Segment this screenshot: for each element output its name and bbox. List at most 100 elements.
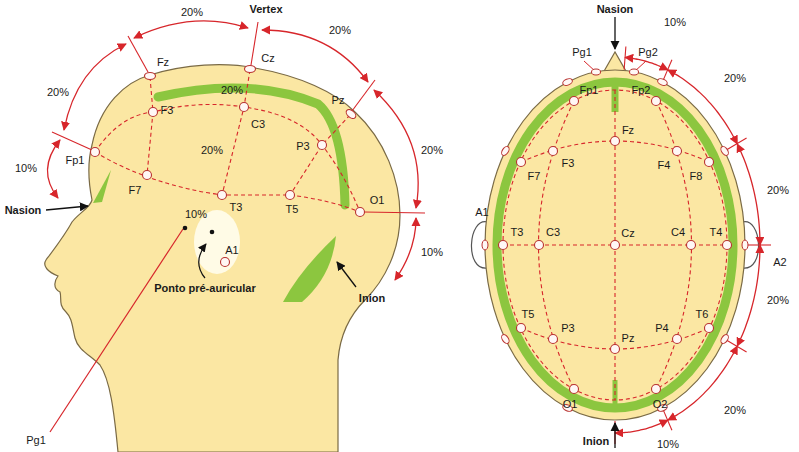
diagram-label: Pg2	[638, 47, 658, 58]
illustration-circle	[549, 147, 558, 156]
diagram-label: F3	[161, 105, 174, 116]
illustration-line	[614, 17, 615, 49]
illustration-circle	[221, 258, 230, 267]
diagram-label: 10%	[421, 247, 443, 258]
diagram-label: T3	[511, 227, 524, 238]
illustration-circle	[499, 241, 508, 250]
diagram-label: Ponto pré-auricular	[154, 283, 255, 294]
illustration-circle	[687, 241, 696, 250]
illustration-line	[46, 206, 88, 210]
illustration-circle	[652, 385, 661, 394]
diagram-label: T5	[522, 309, 535, 320]
illustration-g	[471, 17, 771, 448]
illustration-path	[134, 21, 248, 38]
illustration-line	[614, 423, 615, 448]
illustration-g	[95, 70, 360, 212]
illustration-path	[283, 236, 336, 302]
illustration-path	[737, 144, 760, 245]
illustration-circle	[570, 97, 579, 106]
diagram-label: Nasion	[597, 4, 634, 15]
diagram-label: Fz	[622, 125, 634, 136]
illustration-ellipse	[500, 333, 510, 345]
illustration-circle	[611, 137, 620, 146]
illustration-circle	[517, 158, 526, 167]
illustration-circle	[143, 171, 152, 180]
illustration-path	[737, 245, 760, 346]
illustration-circle	[517, 324, 526, 333]
diagram-label: O1	[563, 399, 578, 410]
illustration-circle	[705, 158, 714, 167]
diagram-label: 20%	[181, 7, 203, 18]
diagram-label: 20%	[724, 73, 746, 84]
illustration-line	[352, 80, 375, 111]
diagram-label: Fz	[157, 57, 169, 68]
illustration-g	[91, 66, 365, 267]
illustration-line	[725, 340, 746, 352]
diagram-label: 10%	[185, 209, 207, 220]
illustration-g	[503, 90, 727, 400]
illustration-circle	[240, 103, 249, 112]
illustration-circle	[286, 191, 295, 200]
diagram-label: 20%	[724, 405, 746, 416]
illustration-line	[663, 409, 672, 430]
illustration-path	[290, 115, 350, 195]
diagram-label: Inion	[359, 293, 385, 304]
illustration-circle	[611, 241, 620, 250]
illustration-path	[95, 104, 360, 212]
diagram-label: P3	[561, 323, 574, 334]
illustration-circle	[318, 141, 327, 150]
illustration-ellipse	[719, 333, 729, 345]
illustration-line	[128, 36, 148, 72]
illustration-circle	[723, 241, 732, 250]
illustration-circle	[535, 241, 544, 250]
illustration-path	[374, 90, 418, 208]
illustration-line	[725, 138, 746, 150]
diagram-label: 20%	[421, 145, 443, 156]
diagram-label: F7	[528, 171, 541, 182]
illustration-line	[663, 60, 672, 81]
illustration-circle	[149, 108, 158, 117]
illustration-ellipse	[245, 66, 256, 73]
illustration-circle	[673, 147, 682, 156]
diagram-label: C3	[546, 227, 560, 238]
diagram-label: Fp2	[632, 85, 651, 96]
diagram-label: A2	[773, 257, 786, 268]
illustration-line	[52, 132, 92, 150]
illustration-path	[395, 218, 416, 280]
illustration-g	[52, 22, 425, 213]
illustration-line	[337, 262, 356, 287]
illustration-g	[47, 21, 418, 280]
diagram-label: 10%	[15, 163, 37, 174]
diagram-label: Pz	[332, 95, 345, 106]
illustration-path	[45, 65, 400, 452]
diagram-label: Fp1	[580, 85, 599, 96]
illustration-line	[50, 229, 183, 432]
illustration-path	[47, 140, 60, 198]
diagram-label: F7	[129, 185, 142, 196]
illustration-line	[746, 244, 771, 245]
illustration-ellipse	[500, 145, 510, 157]
diagram-label: T3	[230, 202, 243, 213]
diagram-label: 20%	[201, 145, 223, 156]
illustration-ellipse	[145, 73, 156, 80]
diagram-label: Vertex	[249, 4, 282, 15]
diagram-label: A1	[225, 245, 238, 256]
diagram-label: 20%	[47, 87, 69, 98]
diagram-label: C3	[251, 119, 265, 130]
illustration-circle	[91, 148, 100, 157]
diagram-label: 20%	[221, 85, 243, 96]
illustration-path	[262, 30, 368, 82]
illustration-ellipse	[742, 240, 748, 250]
illustration-path	[147, 77, 153, 175]
illustration-ellipse	[719, 145, 729, 157]
diagram-label: 10%	[657, 439, 679, 450]
diagram-label: 10%	[664, 17, 686, 28]
illustration-ellipse	[630, 69, 639, 75]
illustration-path	[93, 170, 111, 203]
diagram-label: T6	[696, 309, 709, 320]
diagram-label: Pg1	[26, 435, 46, 446]
illustration-circle	[549, 335, 558, 344]
diagram-label: O2	[653, 399, 668, 410]
diagram-label: Nasion	[5, 205, 42, 216]
illustration-path	[625, 57, 668, 70]
